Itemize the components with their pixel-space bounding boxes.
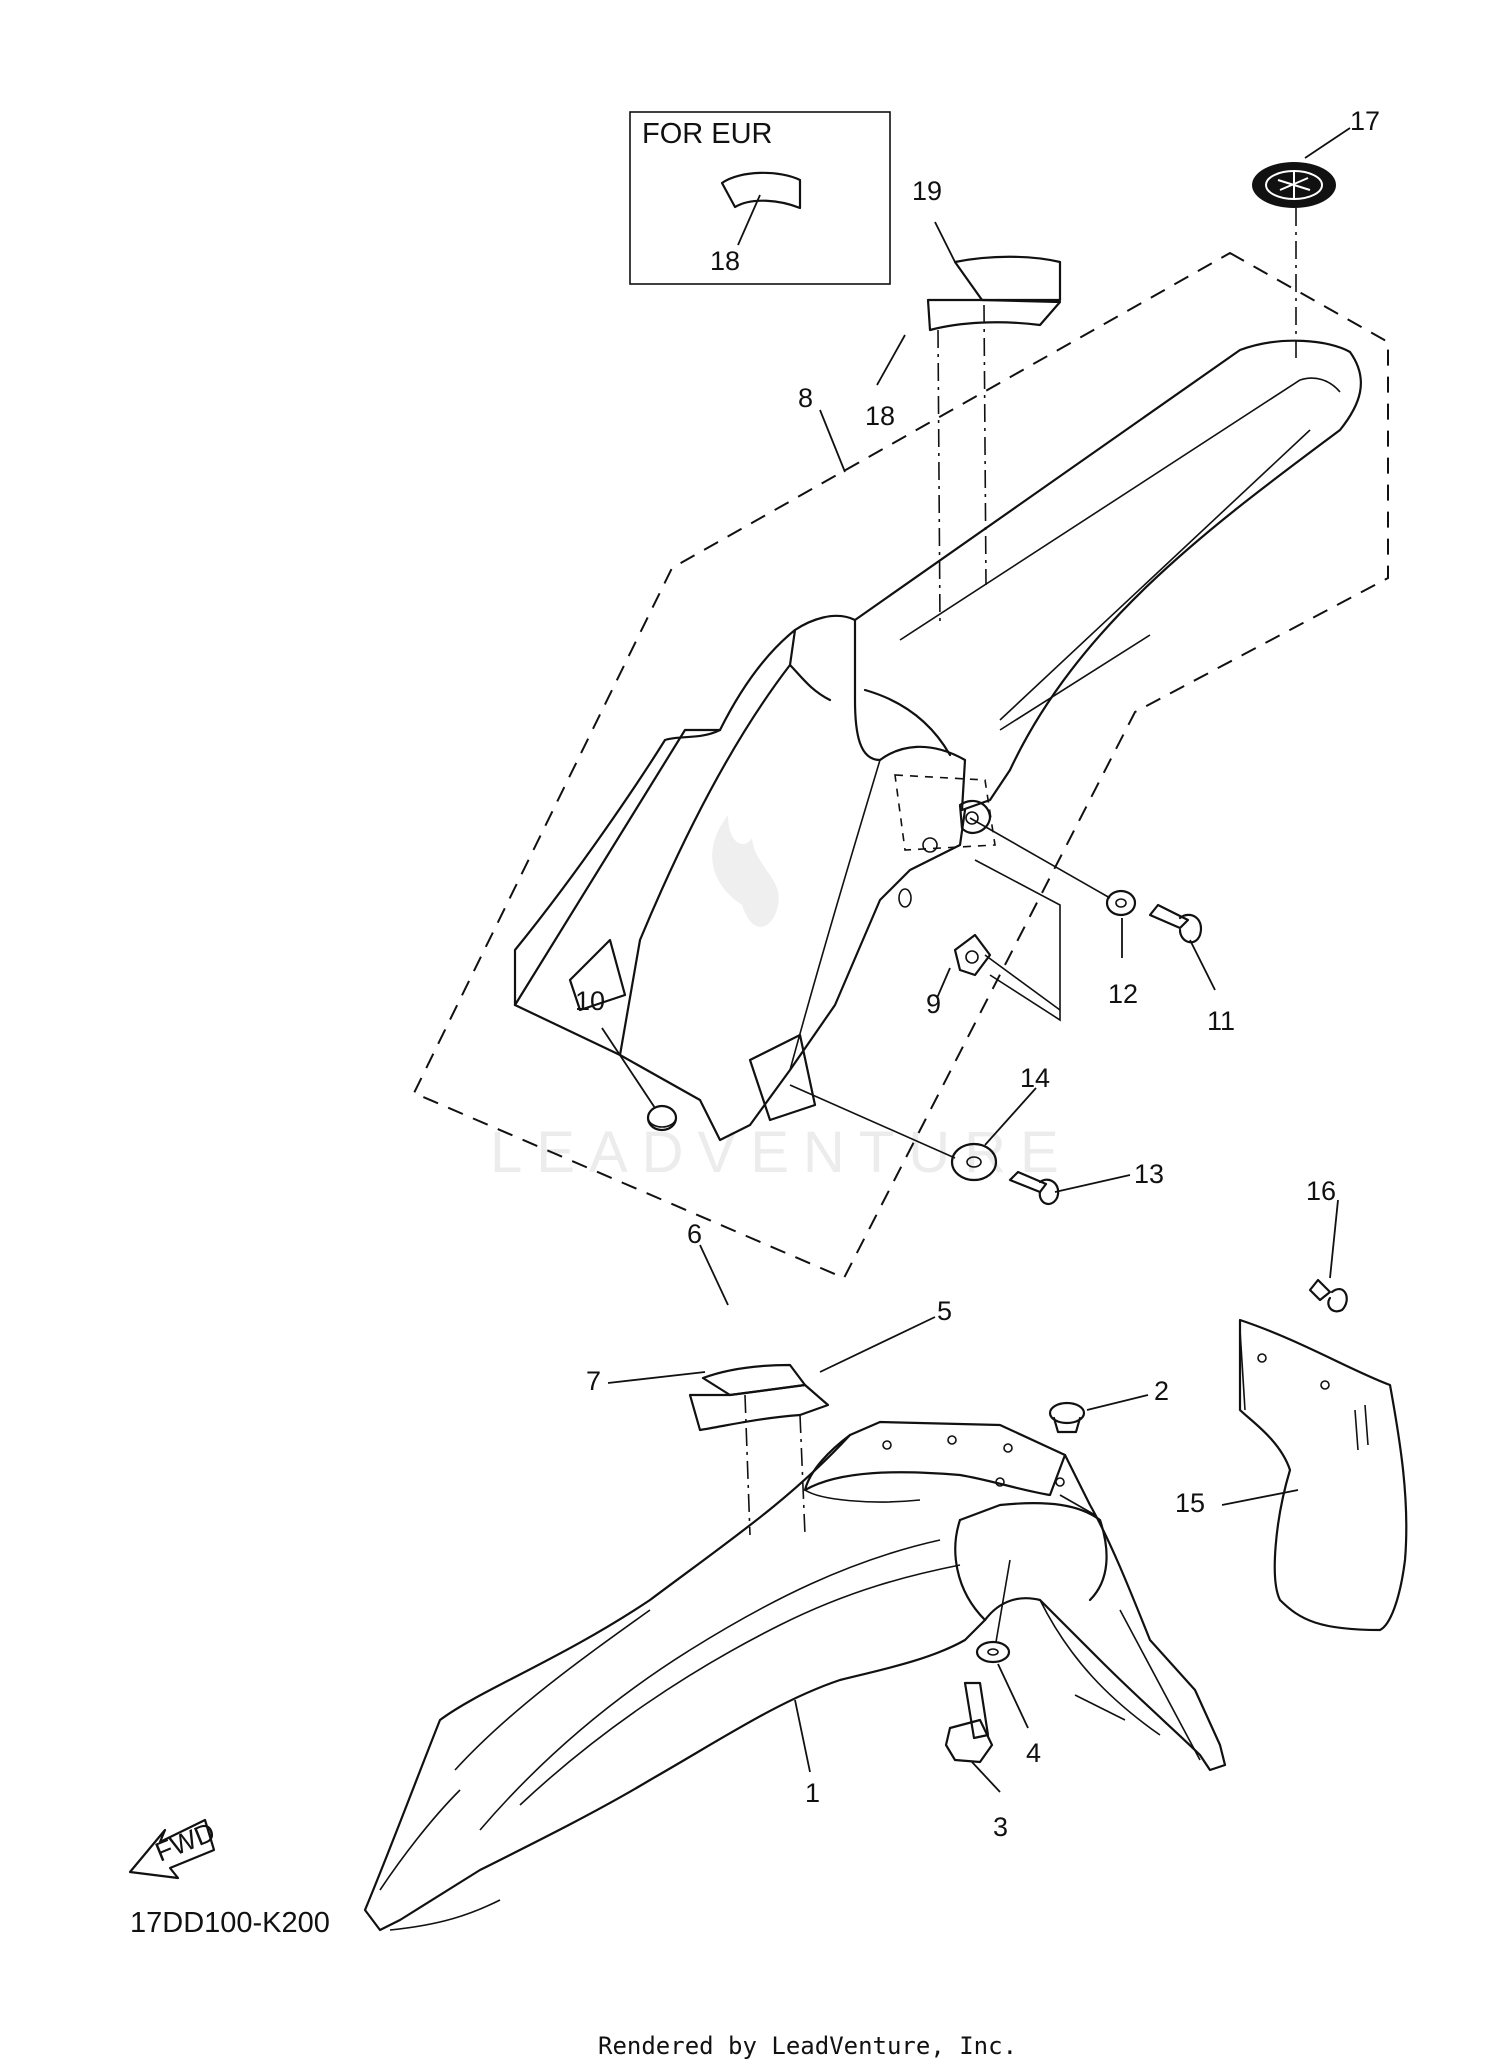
callout-8: 8 bbox=[798, 383, 813, 413]
front-fender bbox=[363, 1420, 1227, 1932]
watermark-text: LEADVENTURE bbox=[490, 1120, 1073, 1185]
fasteners-front bbox=[944, 1401, 1086, 1764]
callout-leaders bbox=[601, 127, 1351, 1793]
callout-1: 1 bbox=[805, 1778, 820, 1808]
callout-4: 4 bbox=[1026, 1738, 1041, 1768]
front-fender-stickers bbox=[688, 1363, 830, 1536]
callout-14: 14 bbox=[1020, 1063, 1050, 1093]
for-eur-box: FOR EUR bbox=[629, 111, 891, 285]
rear-fender bbox=[513, 339, 1362, 1142]
callout-12: 12 bbox=[1108, 979, 1138, 1009]
callout-2: 2 bbox=[1154, 1376, 1169, 1406]
callout-5: 5 bbox=[937, 1296, 952, 1326]
rear-fender-assembly-outline bbox=[412, 251, 1389, 1280]
fwd-label: FWD bbox=[151, 1817, 219, 1868]
callout-3: 3 bbox=[993, 1812, 1008, 1842]
rear-fender-stickers bbox=[926, 208, 1297, 626]
callout-11: 11 bbox=[1207, 1006, 1235, 1036]
callout-numbers: 17 19 18 18 8 12 11 9 10 14 13 16 6 5 7 … bbox=[575, 106, 1380, 1842]
for-eur-label: FOR EUR bbox=[642, 118, 773, 150]
callout-9: 9 bbox=[926, 989, 941, 1019]
fwd-arrow-icon: FWD bbox=[128, 1817, 219, 1880]
callout-7: 7 bbox=[586, 1366, 601, 1396]
callout-18-box: 18 bbox=[710, 246, 740, 276]
callout-17: 17 bbox=[1350, 106, 1380, 136]
callout-15: 15 bbox=[1175, 1488, 1205, 1518]
callout-16: 16 bbox=[1306, 1176, 1336, 1206]
footer-credit: Rendered by LeadVenture, Inc. bbox=[598, 2032, 1017, 2060]
yamaha-emblem bbox=[1252, 162, 1336, 208]
callout-6: 6 bbox=[687, 1219, 702, 1249]
diagram-code: 17DD100-K200 bbox=[130, 1907, 330, 1939]
callout-10: 10 bbox=[575, 986, 605, 1016]
fasteners-rear bbox=[646, 817, 1203, 1206]
callout-18-fender: 18 bbox=[865, 401, 895, 431]
screw-16 bbox=[1308, 1278, 1348, 1313]
callout-13: 13 bbox=[1134, 1159, 1164, 1189]
callout-19: 19 bbox=[912, 176, 942, 206]
mud-flap bbox=[1238, 1318, 1408, 1632]
watermark: LEADVENTURE bbox=[490, 815, 1073, 1185]
